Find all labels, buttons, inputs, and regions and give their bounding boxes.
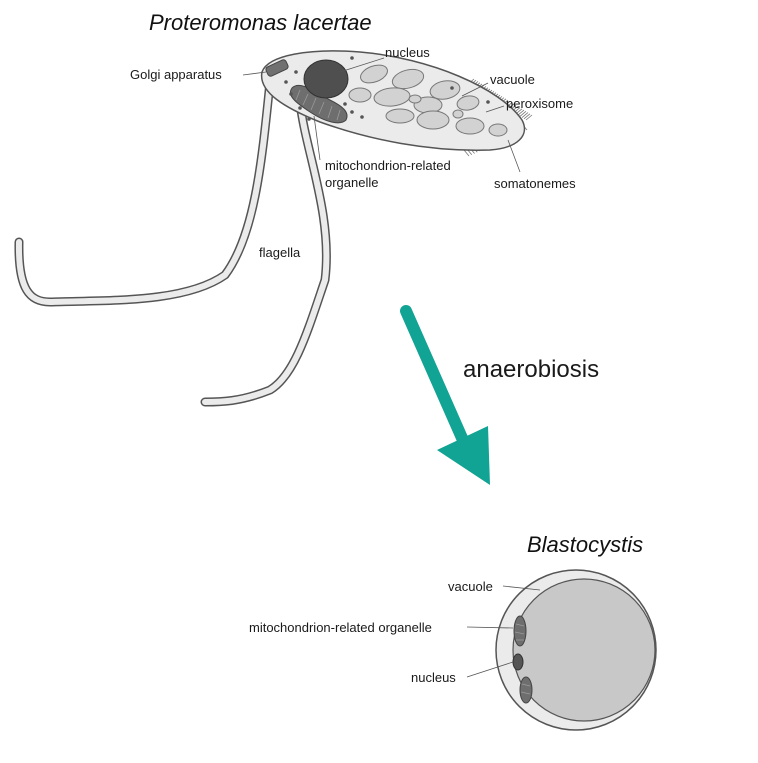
blastocystis-mro-upper — [513, 615, 527, 647]
blastocystis-nucleus-shape — [512, 653, 524, 671]
somatoneme-hair — [463, 149, 470, 157]
peroxisome-dot — [284, 80, 288, 84]
label-nucleus-bottom: nucleus — [411, 670, 456, 685]
nucleus-shape — [303, 59, 349, 99]
flagellum-right-fill — [202, 99, 330, 405]
peroxisome-dot — [289, 92, 293, 96]
vacuoles-group — [348, 64, 508, 137]
mro-cristae — [295, 89, 341, 121]
vacuole-shape — [455, 117, 485, 135]
peroxisome-dot — [307, 117, 311, 121]
label-vacuole-top: vacuole — [490, 72, 535, 87]
blastocystis-mro-cristae — [514, 623, 531, 695]
anaerobiosis-arrow — [400, 305, 490, 485]
somatoneme-hair — [517, 109, 525, 116]
label-golgi: Golgi apparatus — [130, 67, 222, 82]
peroxisome-dot — [350, 56, 354, 60]
vacuole-shape — [391, 68, 425, 90]
proteromonas-cell — [260, 50, 526, 151]
somatoneme-hair — [521, 112, 529, 118]
label-anaerobiosis: anaerobiosis — [463, 356, 600, 383]
bottom-leader-lines — [466, 585, 541, 678]
peroxisome-dot — [343, 102, 347, 106]
vacuole-shape — [348, 87, 372, 103]
vacuole-shape — [429, 80, 461, 100]
top-leader-lines — [242, 57, 521, 173]
bottom-title: Blastocystis — [527, 532, 644, 557]
vacuole-shape — [408, 94, 422, 104]
peroxisome-dot — [298, 106, 302, 110]
vacuole-shape — [452, 109, 464, 119]
peroxisome-dot — [486, 100, 490, 104]
vacuole-shape — [456, 95, 480, 111]
label-vacuole-bottom: vacuole — [448, 579, 493, 594]
vacuole-shape — [373, 87, 411, 107]
label-mro-top-line1: mitochondrion-related — [325, 158, 451, 173]
label-mro-bottom: mitochondrion-related organelle — [249, 620, 432, 635]
label-somatonemes: somatonemes — [494, 176, 576, 191]
top-title: Proteromonas lacertae — [149, 10, 372, 35]
golgi-apparatus-shape — [265, 59, 289, 77]
vacuole-shape — [416, 110, 450, 130]
blastocystis-vacuole — [512, 578, 656, 722]
peroxisome-dot — [360, 115, 364, 119]
peroxisome-dots — [284, 56, 490, 121]
label-nucleus-top: nucleus — [385, 45, 430, 60]
blastocystis-mro-lower — [519, 676, 533, 704]
vacuole-shape — [488, 123, 508, 137]
somatoneme-hair — [525, 114, 533, 121]
somatoneme-hair — [519, 110, 527, 117]
flagella-group — [14, 77, 331, 407]
peroxisome-dot — [450, 86, 454, 90]
peroxisome-dot — [350, 110, 354, 114]
peroxisome-dot — [294, 70, 298, 74]
vacuole-shape — [385, 108, 415, 124]
vacuole-shape — [360, 64, 388, 84]
blastocystis-cell — [495, 569, 657, 731]
label-peroxisome: peroxisome — [506, 96, 574, 111]
somatoneme-hair — [523, 113, 531, 120]
flagellum-left-fill — [15, 79, 273, 305]
label-flagella: flagella — [259, 245, 301, 260]
label-mro-top-line2: organelle — [325, 175, 379, 190]
